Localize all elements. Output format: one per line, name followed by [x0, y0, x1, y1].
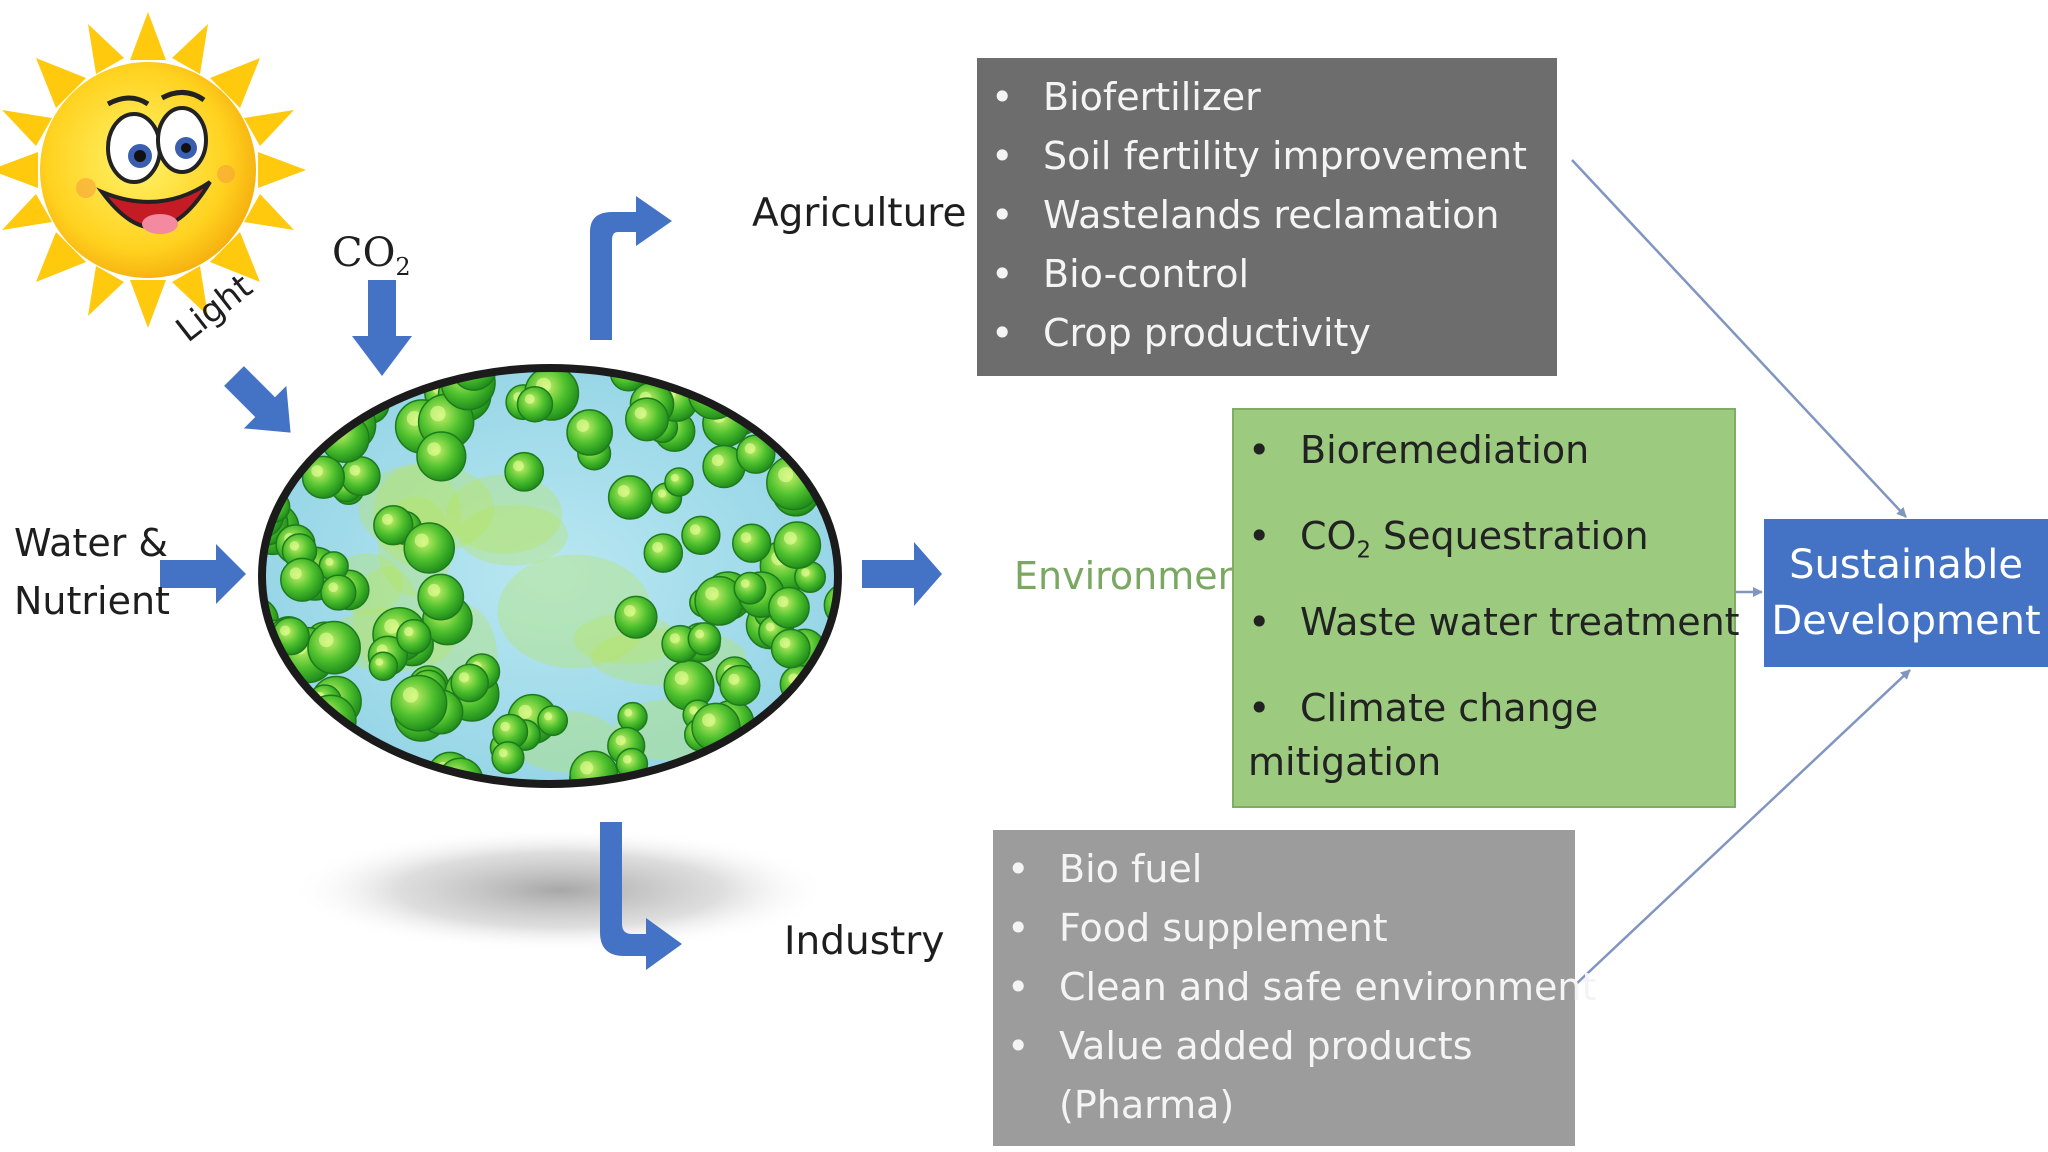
bullet-dot: •: [1007, 847, 1030, 891]
industry-list: •Bio fuel •Food supplement •Clean and sa…: [993, 840, 1596, 1135]
co2-arrow: [352, 280, 412, 376]
agriculture-list: •Biofertilizer •Soil fertility improveme…: [977, 68, 1557, 363]
industry-label: Industry: [784, 919, 945, 964]
bullet-dot: •: [991, 193, 1014, 237]
list-item: (Pharma): [1059, 1083, 1235, 1127]
green-algae-cells-icon: [258, 364, 842, 788]
bullet-dot: •: [1007, 906, 1030, 950]
bullet-dot: •: [991, 134, 1014, 178]
list-item: •Bioremediation: [1248, 428, 1590, 472]
environment-list: •Bioremediation •CO2 Sequestration •Wast…: [1234, 428, 1740, 784]
list-item: •Bio-control: [977, 245, 1557, 304]
list-item: •CO2 Sequestration: [1248, 514, 1649, 564]
environment-label: Environment: [1014, 554, 1257, 598]
water-label-line2: Nutrient: [14, 579, 170, 623]
industry-box: •Bio fuel •Food supplement •Clean and sa…: [993, 830, 1596, 1146]
co2-main: CO: [332, 230, 396, 276]
connector-industry: [1573, 669, 1911, 987]
bullet-dot: •: [1248, 686, 1271, 730]
environment-box: •Bioremediation •CO2 Sequestration •Wast…: [1232, 408, 1740, 808]
result-line2: Development: [1771, 598, 2041, 644]
smiling-sun-icon: [0, 12, 306, 328]
bullet-dot: •: [991, 311, 1014, 355]
light-arrow: [224, 366, 291, 433]
bullet-dot: •: [991, 252, 1014, 296]
bullet-dot: •: [1248, 600, 1271, 644]
bullet-dot: •: [1007, 965, 1030, 1009]
sustainable-development-box: Sustainable Development: [1764, 519, 2048, 667]
water-label-line1: Water &: [14, 521, 169, 565]
water-nutrient-label: Water & Nutrient: [14, 514, 170, 630]
agriculture-label: Agriculture: [752, 191, 967, 236]
co2-label: CO2: [332, 228, 411, 282]
list-item: •Waste water treatment: [1248, 600, 1740, 644]
list-item: •Clean and safe environment: [993, 958, 1596, 1017]
algae-shadow: [290, 828, 830, 952]
connector-agriculture: [1571, 159, 1907, 518]
list-item: •Crop productivity: [977, 304, 1557, 363]
list-item: •Wastelands reclamation: [977, 186, 1557, 245]
list-item: •Biofertilizer: [977, 68, 1557, 127]
agriculture-arrow: [590, 196, 672, 340]
bullet-dot: •: [1007, 1024, 1030, 1068]
result-line1: Sustainable: [1789, 542, 2023, 588]
bullet-dot: •: [1248, 514, 1271, 558]
industry-arrow: [600, 822, 682, 970]
list-item: •Value added products: [993, 1017, 1575, 1076]
bullet-dot: •: [1248, 428, 1271, 472]
environment-arrow: [862, 542, 942, 606]
agriculture-box: •Biofertilizer •Soil fertility improveme…: [977, 58, 1557, 376]
bullet-dot: •: [991, 75, 1014, 119]
water-nutrient-arrow: [160, 544, 246, 604]
list-item: •Soil fertility improvement: [977, 127, 1557, 186]
list-item: •Food supplement: [993, 899, 1575, 958]
list-item: •Bio fuel: [993, 840, 1575, 899]
co2-sub: 2: [395, 253, 411, 281]
list-item: •Climate change mitigation: [1248, 686, 1599, 784]
